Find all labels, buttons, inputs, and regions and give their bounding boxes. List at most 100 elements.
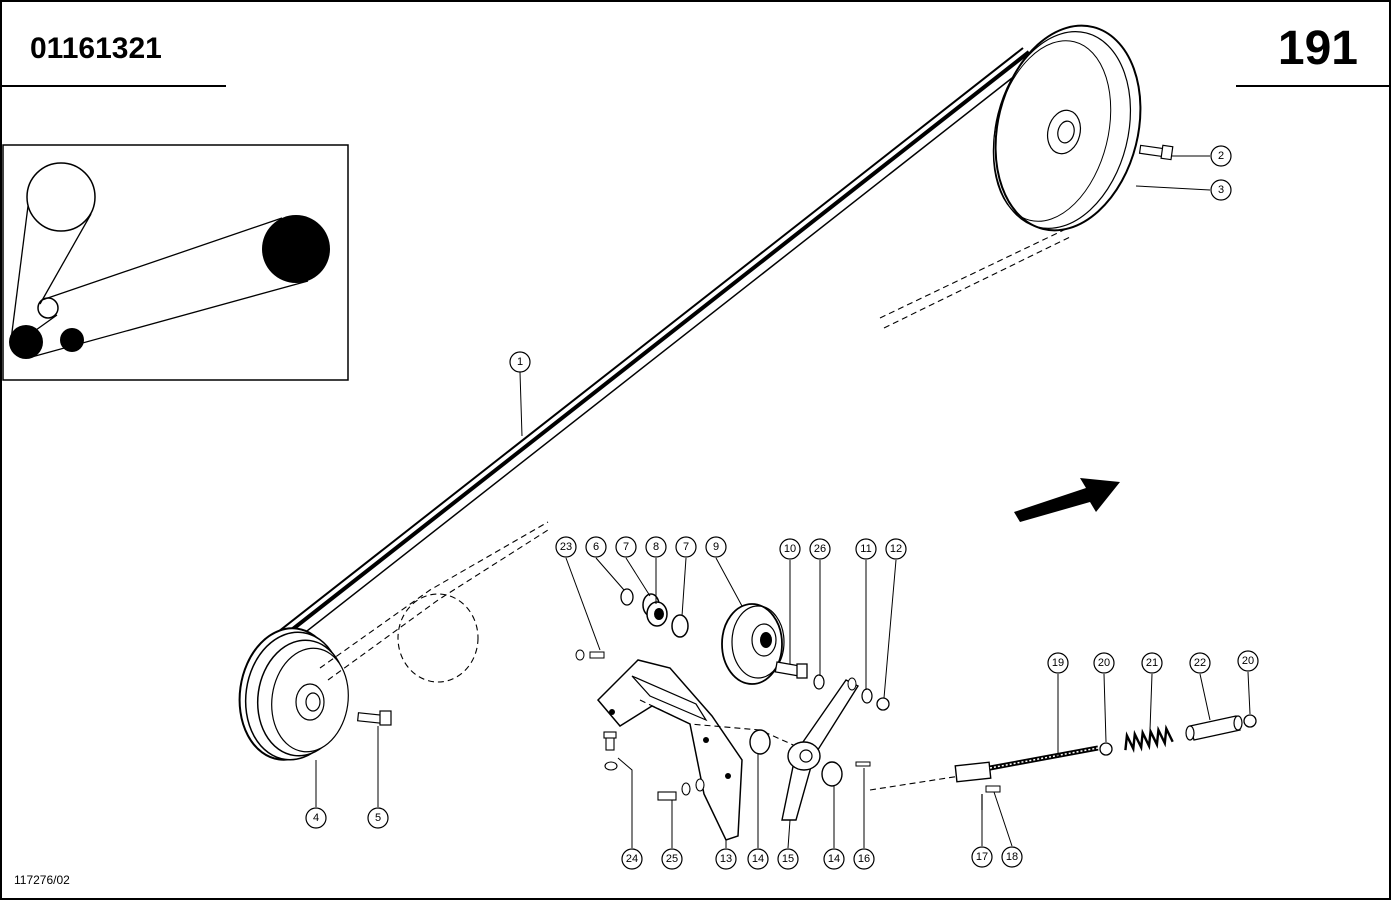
callout-11: 11 [855, 538, 877, 560]
part-number: 01161321 [30, 32, 162, 65]
inset-upper-pulley [26, 162, 96, 232]
callout-25: 25 [661, 848, 683, 870]
leader-lines [315, 155, 1251, 849]
callout-8: 8 [645, 536, 667, 558]
callout-14b: 14 [823, 848, 845, 870]
washer-11 [861, 688, 873, 704]
svg-text:7: 7 [623, 541, 629, 553]
svg-text:23: 23 [560, 541, 572, 553]
bolt-18 [985, 785, 1001, 793]
callout-2: 2 [1210, 145, 1232, 167]
svg-text:15: 15 [782, 853, 794, 865]
svg-text:20: 20 [1242, 655, 1254, 667]
svg-text:24: 24 [626, 853, 638, 865]
callout-6: 6 [585, 536, 607, 558]
callout-16: 16 [853, 848, 875, 870]
svg-text:1: 1 [517, 356, 523, 368]
callout-18: 18 [1001, 846, 1023, 868]
nut-20a [1099, 742, 1113, 756]
callout-21: 21 [1141, 652, 1163, 674]
callout-3: 3 [1210, 179, 1232, 201]
callout-23: 23 [555, 536, 577, 558]
pulley-bolt-lower [356, 710, 392, 726]
drawing-reference: 117276/02 [14, 873, 70, 887]
svg-text:4: 4 [313, 812, 319, 824]
tension-rod-19 [954, 745, 1099, 783]
sleeve-22 [1185, 715, 1243, 741]
callout-7b: 7 [675, 536, 697, 558]
inset-driven-pulley [9, 325, 43, 359]
spring-21 [1120, 724, 1176, 755]
callout-5: 5 [367, 807, 389, 829]
washer-6 [620, 588, 634, 606]
inset-small-pulley [60, 328, 84, 352]
page-number: 191 [1278, 22, 1358, 75]
bolt-25 [657, 778, 705, 801]
idler-parts [620, 588, 785, 685]
callout-4: 4 [305, 807, 327, 829]
belt-run-phantom-lower [319, 521, 549, 681]
svg-text:17: 17 [976, 851, 988, 863]
svg-text:9: 9 [713, 541, 719, 553]
callout-13: 13 [715, 848, 737, 870]
svg-text:12: 12 [890, 543, 902, 555]
callout-24: 24 [621, 848, 643, 870]
phantom-pulley [397, 593, 479, 683]
svg-text:2: 2 [1218, 150, 1224, 162]
inset-drive-pulley [262, 215, 330, 283]
svg-text:16: 16 [858, 853, 870, 865]
svg-text:8: 8 [653, 541, 659, 553]
callout-10: 10 [779, 538, 801, 560]
callout-15: 15 [777, 848, 799, 870]
direction-arrow [1014, 478, 1120, 522]
belt-run-phantom-upper [879, 227, 1073, 329]
svg-text:21: 21 [1146, 657, 1158, 669]
bolt-24 [603, 731, 618, 771]
washer-26 [813, 674, 825, 690]
svg-text:18: 18 [1006, 851, 1018, 863]
callout-14a: 14 [747, 848, 769, 870]
callout-1: 1 [509, 351, 531, 373]
svg-text:5: 5 [375, 812, 381, 824]
callout-7a: 7 [615, 536, 637, 558]
screw-23 [575, 649, 605, 661]
v-belt [254, 47, 1036, 661]
callout-9: 9 [705, 536, 727, 558]
pulley-bolt-upper [1138, 144, 1174, 161]
tension-bolt [774, 661, 890, 711]
callout-19: 19 [1047, 652, 1069, 674]
assembly-line-a [639, 699, 801, 749]
svg-text:14: 14 [828, 853, 840, 865]
svg-text:14: 14 [752, 853, 764, 865]
callout-12: 12 [885, 538, 907, 560]
svg-text:22: 22 [1194, 657, 1206, 669]
callout-20b: 20 [1237, 650, 1259, 672]
nut-12 [876, 697, 890, 711]
lower-pulley [238, 627, 349, 761]
callout-26: 26 [809, 538, 831, 560]
callout-17: 17 [971, 846, 993, 868]
svg-text:7: 7 [683, 541, 689, 553]
svg-text:19: 19 [1052, 657, 1064, 669]
circlip-7b [671, 614, 689, 638]
callout-22: 22 [1189, 652, 1211, 674]
svg-text:25: 25 [666, 853, 678, 865]
svg-text:3: 3 [1218, 184, 1224, 196]
idler-bracket [596, 659, 743, 841]
svg-text:6: 6 [593, 541, 599, 553]
pin-16 [855, 761, 871, 767]
bushing-14a [749, 729, 771, 755]
belt-routing-inset [2, 144, 349, 381]
svg-text:10: 10 [784, 543, 796, 555]
bushing-14b [821, 761, 843, 787]
assembly-line-b [869, 775, 961, 791]
svg-text:20: 20 [1098, 657, 1110, 669]
svg-text:13: 13 [720, 853, 732, 865]
upper-pulley [992, 24, 1142, 232]
svg-text:11: 11 [860, 543, 871, 555]
tension-lever-15 [781, 677, 860, 821]
svg-text:26: 26 [814, 543, 826, 555]
nut-20b [1243, 714, 1257, 728]
